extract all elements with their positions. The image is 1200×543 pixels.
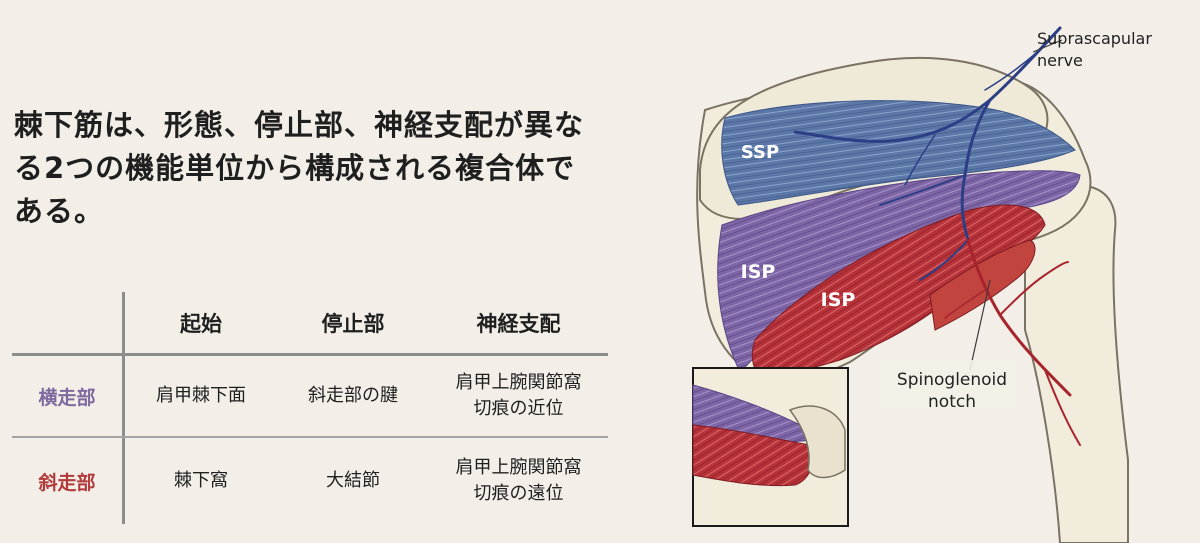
isp-oblique-label: ISP bbox=[821, 289, 856, 311]
notch-callout-line2: notch bbox=[928, 392, 976, 412]
table-vertical-divider bbox=[122, 292, 125, 524]
notch-callout-line1: Spinoglenoid bbox=[897, 370, 1007, 390]
row-label-oblique: 斜走部 bbox=[38, 471, 96, 494]
table-row-divider bbox=[12, 436, 608, 438]
oblique-origin: 棘下窩 bbox=[174, 470, 228, 491]
headline: 棘下筋は、形態、停止部、神経支配が異なる2つの機能単位から構成される複合体である… bbox=[14, 108, 585, 228]
transverse-innervation: 肩甲上腕関節窩 切痕の近位 bbox=[455, 372, 582, 419]
notch-callout-bg bbox=[880, 360, 1020, 412]
ssp-muscle bbox=[721, 100, 1076, 206]
transverse-insertion: 斜走部の腱 bbox=[308, 385, 398, 406]
notch-callout-line bbox=[969, 279, 991, 371]
inset-detail bbox=[692, 367, 849, 527]
transverse-origin: 肩甲棘下面 bbox=[156, 385, 246, 406]
header-innervation: 神経支配 bbox=[476, 311, 561, 336]
artery-icon bbox=[944, 238, 1081, 446]
row-label-transverse: 横走部 bbox=[38, 386, 96, 409]
nerve-callout-line1: Suprascapular bbox=[1037, 29, 1152, 48]
comparison-table: 起始 停止部 神経支配 横走部 肩甲棘下面 斜走部の腱 肩甲上腕関節窩 切痕の近… bbox=[12, 292, 608, 524]
oblique-innervation: 肩甲上腕関節窩 切痕の遠位 bbox=[455, 457, 582, 504]
isp-transverse-label: ISP bbox=[741, 261, 776, 283]
humerus-bone bbox=[1024, 184, 1129, 543]
header-insertion: 停止部 bbox=[321, 311, 385, 336]
oblique-insertion: 大結節 bbox=[326, 470, 380, 491]
suprascapular-nerve-icon bbox=[793, 26, 1062, 281]
nerve-callout-line2: nerve bbox=[1037, 51, 1083, 70]
header-origin: 起始 bbox=[180, 311, 222, 336]
table-header-divider bbox=[12, 353, 608, 356]
ssp-label: SSP bbox=[741, 142, 779, 163]
nerve-callout-line bbox=[1032, 39, 1063, 53]
